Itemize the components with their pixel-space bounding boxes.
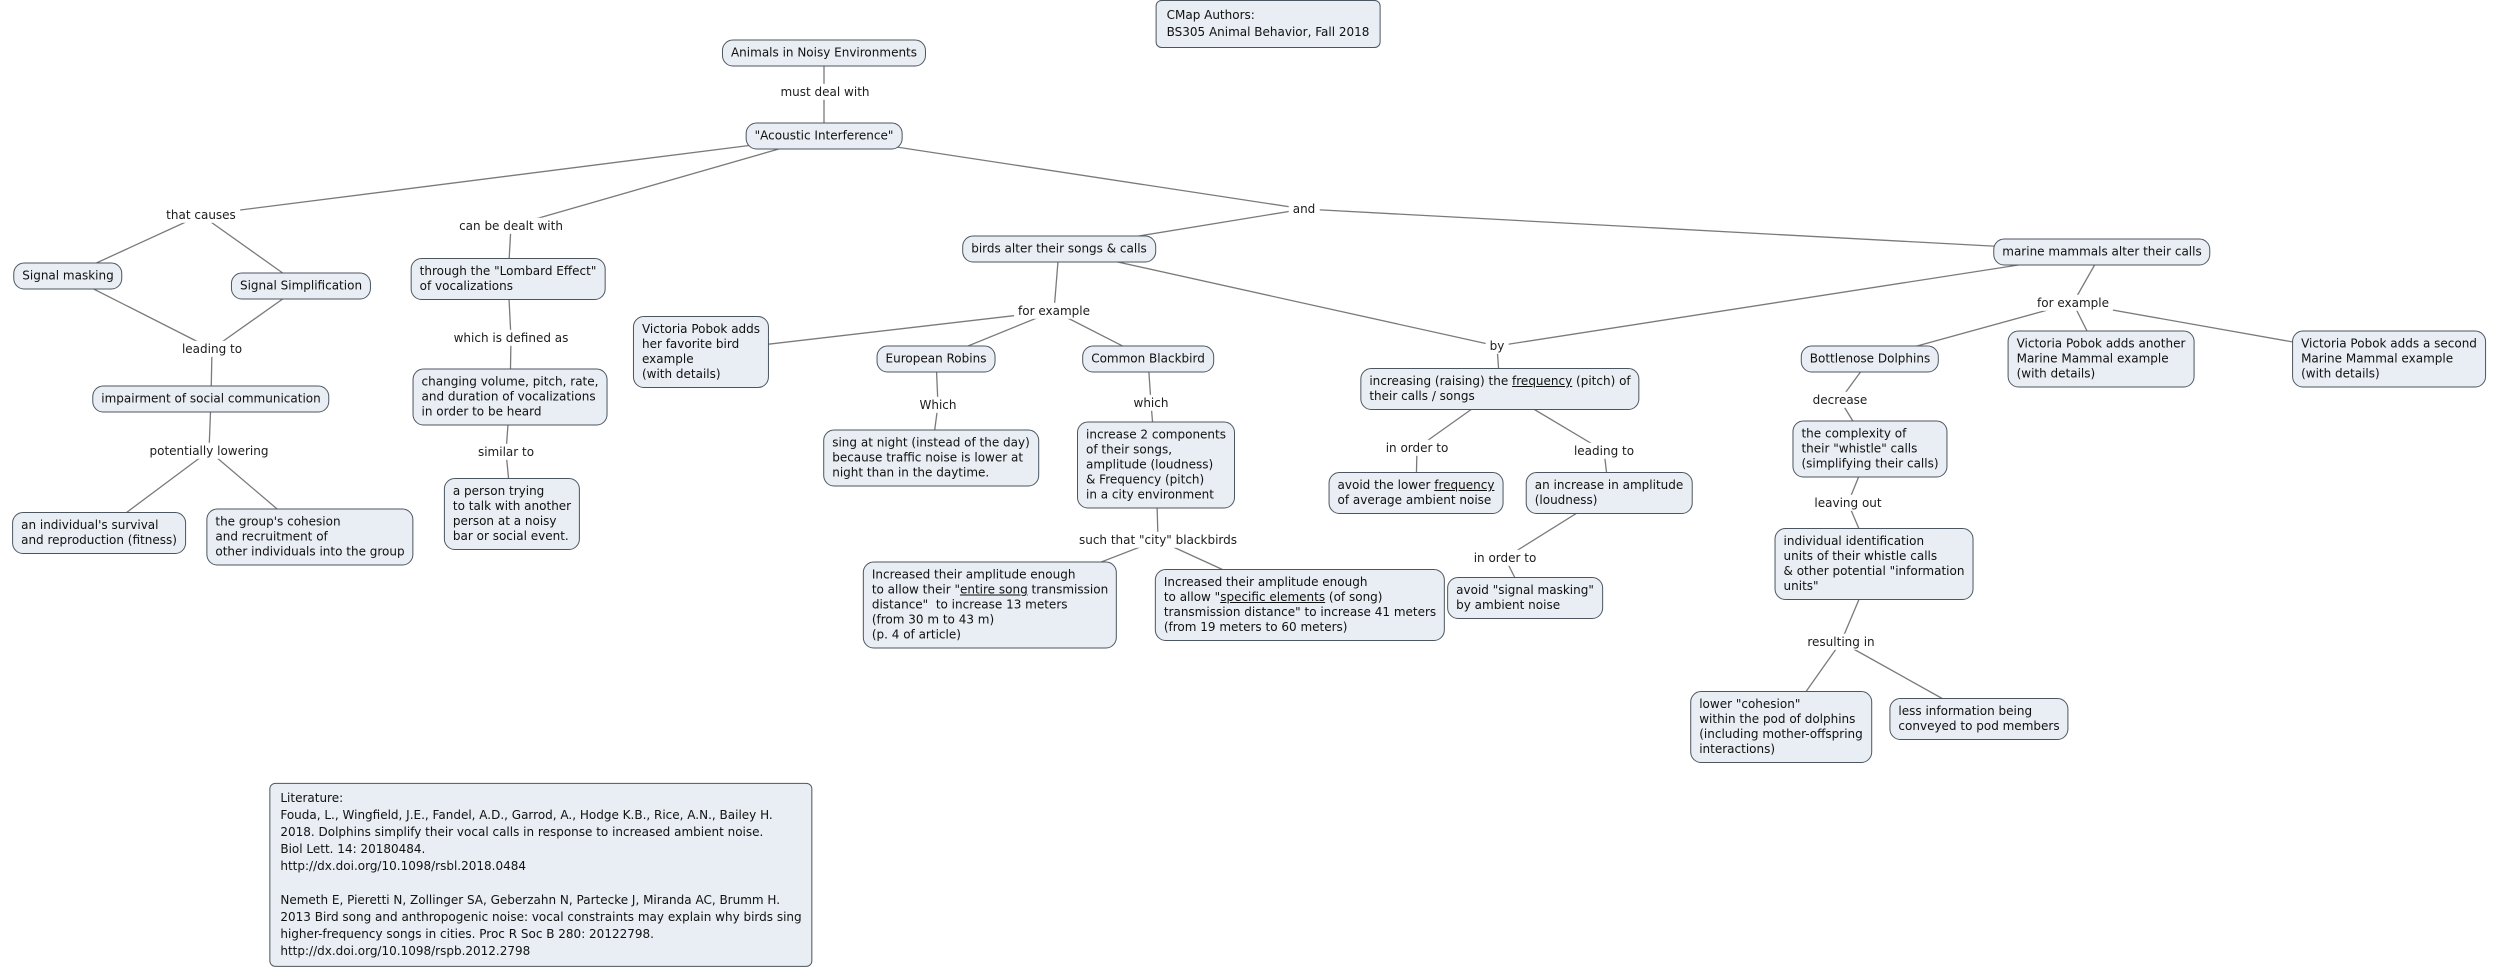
link-label-in-order-to-1[interactable]: in order to: [1381, 439, 1453, 457]
node-avoid-lower-frequency[interactable]: avoid the lower frequency of average amb…: [1328, 472, 1504, 514]
node-european-robins[interactable]: European Robins: [876, 345, 996, 373]
link-label-in-order-to-2[interactable]: in order to: [1469, 549, 1541, 567]
node-avoid-signal-masking[interactable]: avoid "signal masking" by ambient noise: [1447, 577, 1603, 619]
node-lombard-effect[interactable]: through the "Lombard Effect" of vocaliza…: [410, 258, 606, 300]
node-sing-at-night[interactable]: sing at night (instead of the day) becau…: [823, 429, 1039, 487]
link-label-that-causes[interactable]: that causes: [162, 206, 240, 224]
link-label-leading-to-1[interactable]: leading to: [177, 340, 247, 358]
node-pobok-marine-example-2[interactable]: Victoria Pobok adds a second Marine Mamm…: [2292, 330, 2486, 388]
literature-note[interactable]: Literature: Fouda, L., Wingfield, J.E., …: [269, 782, 813, 968]
link-label-decrease[interactable]: decrease: [1808, 391, 1872, 409]
node-increasing-frequency[interactable]: increasing (raising) the frequency (pitc…: [1360, 368, 1640, 410]
link-label-resulting-in[interactable]: resulting in: [1803, 633, 1879, 651]
node-bottlenose-dolphins[interactable]: Bottlenose Dolphins: [1800, 345, 1940, 373]
node-acoustic-interference[interactable]: "Acoustic Interference": [745, 122, 903, 150]
node-animals-in-noisy-environments[interactable]: Animals in Noisy Environments: [721, 39, 927, 67]
link-label-which-blackbird[interactable]: which: [1129, 394, 1173, 412]
node-marine-mammals-alter-calls[interactable]: marine mammals alter their calls: [1993, 238, 2211, 266]
link-label-similar-to[interactable]: similar to: [473, 443, 539, 461]
link-label-which-robins[interactable]: Which: [915, 396, 961, 414]
link-label-leaving-out[interactable]: leaving out: [1810, 494, 1886, 512]
link-label-potentially-lowering[interactable]: potentially lowering: [145, 442, 273, 460]
node-whistle-complexity[interactable]: the complexity of their "whistle" calls …: [1792, 420, 1948, 478]
node-group-cohesion[interactable]: the group's cohesion and recruitment of …: [206, 508, 414, 566]
link-label-for-example-birds[interactable]: for example: [1014, 302, 1094, 320]
link-label-for-example-marine[interactable]: for example: [2033, 294, 2113, 312]
link-label-and[interactable]: and: [1288, 200, 1320, 218]
node-signal-masking[interactable]: Signal masking: [13, 262, 123, 290]
link-label-can-be-dealt-with[interactable]: can be dealt with: [455, 217, 567, 235]
node-pobok-bird-example[interactable]: Victoria Pobok adds her favorite bird ex…: [632, 316, 770, 388]
node-less-information-conveyed[interactable]: less information being conveyed to pod m…: [1889, 698, 2069, 740]
link-label-such-that-city-blackbirds[interactable]: such that "city" blackbirds: [1074, 531, 1242, 549]
node-person-at-noisy-bar[interactable]: a person trying to talk with another per…: [443, 478, 581, 550]
node-increase-in-amplitude[interactable]: an increase in amplitude (loudness): [1525, 472, 1693, 514]
link-label-leading-to-2[interactable]: leading to: [1569, 442, 1639, 460]
node-signal-simplification[interactable]: Signal Simplification: [230, 272, 372, 300]
node-common-blackbird[interactable]: Common Blackbird: [1082, 345, 1214, 373]
node-increase-2-components[interactable]: increase 2 components of their songs, am…: [1077, 421, 1235, 509]
node-individual-survival-fitness[interactable]: an individual's survival and reproductio…: [12, 512, 186, 554]
node-pobok-marine-example-1[interactable]: Victoria Pobok adds another Marine Mamma…: [2007, 330, 2195, 388]
cmap-authors-note[interactable]: CMap Authors: BS305 Animal Behavior, Fal…: [1155, 0, 1381, 49]
link-label-by[interactable]: by: [1485, 337, 1509, 355]
node-birds-alter-songs-calls[interactable]: birds alter their songs & calls: [962, 235, 1156, 263]
link-label-which-is-defined-as[interactable]: which is defined as: [449, 329, 573, 347]
node-impairment-of-social-communication[interactable]: impairment of social communication: [92, 385, 330, 413]
node-lower-pod-cohesion[interactable]: lower "cohesion" within the pod of dolph…: [1690, 691, 1872, 763]
node-specific-elements-transmission[interactable]: Increased their amplitude enough to allo…: [1154, 569, 1446, 641]
node-entire-song-transmission[interactable]: Increased their amplitude enough to allo…: [862, 561, 1118, 649]
node-identification-units[interactable]: individual identification units of their…: [1774, 528, 1974, 600]
link-label-must-deal-with[interactable]: must deal with: [776, 83, 874, 101]
node-changing-volume-pitch-rate[interactable]: changing volume, pitch, rate, and durati…: [412, 368, 608, 426]
